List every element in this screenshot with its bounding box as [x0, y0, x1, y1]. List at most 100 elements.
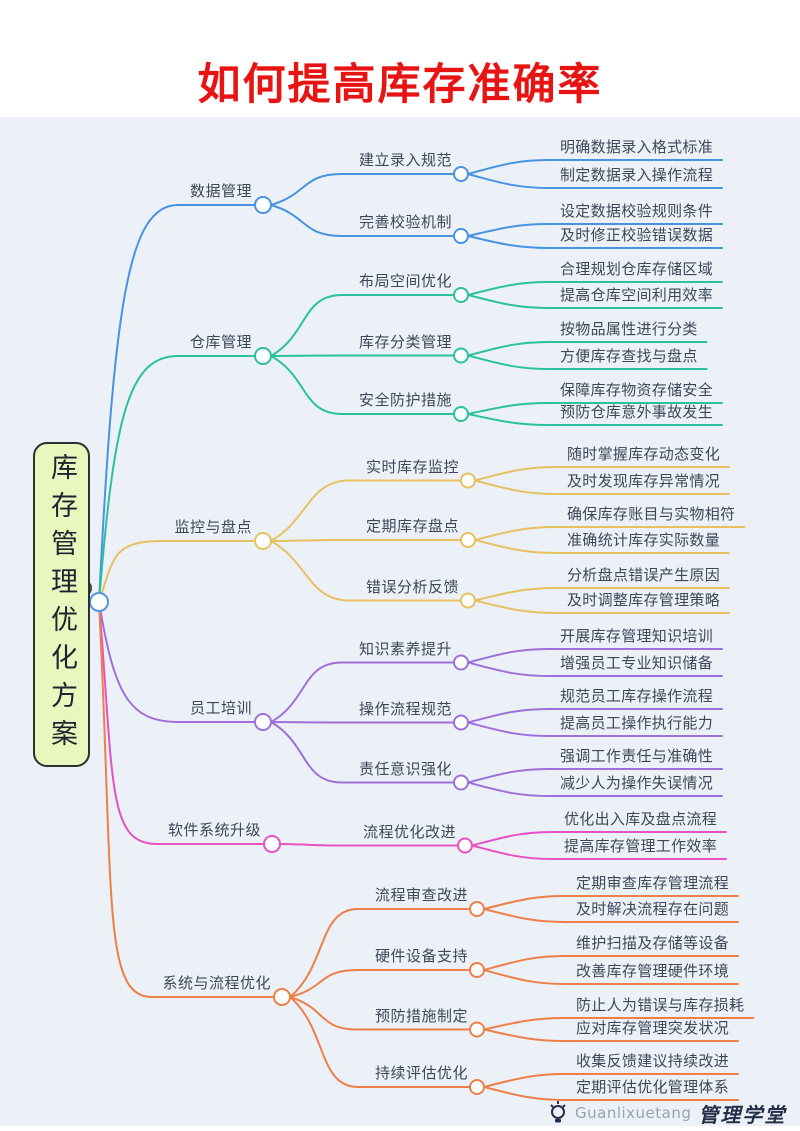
leaf-label[interactable]: 提高库存管理工作效率: [564, 837, 718, 855]
subtopic-label[interactable]: 布局空间优化: [358, 272, 452, 290]
leaf-label[interactable]: 分析盘点错误产生原因: [567, 566, 721, 584]
leaf-label[interactable]: 定期评估优化管理体系: [576, 1078, 730, 1096]
subtopic-label[interactable]: 责任意识强化: [358, 759, 452, 778]
branch-label[interactable]: 仓库管理: [189, 333, 252, 351]
collapse-handle-icon[interactable]: [254, 347, 272, 365]
leaf-label[interactable]: 定期审查库存管理流程: [576, 874, 730, 892]
collapse-handle-icon[interactable]: [453, 654, 469, 671]
connector-path: [467, 661, 723, 677]
subtopic-label[interactable]: 持续评估优化: [374, 1064, 468, 1082]
connector-path: [483, 895, 739, 910]
collapse-handle-icon[interactable]: [457, 837, 473, 854]
collapse-handle-icon[interactable]: [453, 347, 469, 364]
branch-label[interactable]: 软件系统升级: [167, 821, 261, 839]
connector-path: [474, 526, 746, 541]
leaf-label[interactable]: 维护扫描及存储等设备: [576, 934, 730, 952]
subtopic-label[interactable]: 错误分析反馈: [365, 577, 459, 596]
leaf-label[interactable]: 改善库存管理硬件环境: [576, 962, 730, 980]
collapse-handle-icon[interactable]: [469, 901, 485, 917]
collapse-handle-icon[interactable]: [263, 835, 281, 853]
subtopic-label[interactable]: 操作流程规范: [358, 699, 452, 718]
subtopic-label[interactable]: 硬件设备支持: [374, 947, 468, 965]
collapse-handle-icon[interactable]: [254, 532, 272, 550]
connector-path: [467, 721, 723, 737]
connector-path: [467, 402, 723, 415]
connector-path: [483, 1073, 739, 1088]
brand-latin-text: Guanlixuetang: [575, 1104, 692, 1122]
subtopic-label[interactable]: 流程审查改进: [374, 886, 468, 904]
connector-path: [270, 354, 455, 357]
leaf-label[interactable]: 减少人为操作失误情况: [560, 774, 714, 792]
collapse-handle-icon[interactable]: [453, 166, 469, 182]
leaf-label[interactable]: 规范员工库存操作流程: [560, 687, 714, 705]
branch-label[interactable]: 系统与流程优化: [162, 974, 271, 992]
collapse-handle-icon[interactable]: [453, 714, 469, 731]
connector-path: [98, 204, 256, 603]
leaf-label[interactable]: 强调工作责任与准确性: [560, 747, 714, 765]
connector-path: [98, 540, 256, 603]
collapse-handle-icon[interactable]: [453, 287, 469, 303]
connector-path: [474, 466, 730, 482]
leaf-label[interactable]: 及时修正校验错误数据: [560, 226, 714, 244]
collapse-handle-icon[interactable]: [469, 1021, 485, 1038]
leaf-label[interactable]: 增强员工专业知识储备: [560, 654, 714, 672]
leaf-label[interactable]: 及时发现库存异常情况: [567, 472, 721, 490]
collapse-handle-icon[interactable]: [254, 196, 272, 214]
subtopic-label[interactable]: 库存分类管理: [358, 332, 452, 351]
connector-path: [467, 173, 723, 189]
leaf-label[interactable]: 按物品属性进行分类: [560, 320, 698, 338]
collapse-handle-icon[interactable]: [460, 592, 476, 609]
leaf-label[interactable]: 保障库存物资存储安全: [560, 381, 714, 399]
branch-label[interactable]: 监控与盘点: [174, 518, 252, 536]
branch-label[interactable]: 员工培训: [189, 699, 252, 717]
central-topic[interactable]: 库存管理优化方案: [33, 442, 90, 767]
leaf-label[interactable]: 提高员工操作执行能力: [560, 714, 714, 732]
leaf-label[interactable]: 设定数据校验规则条件: [560, 202, 714, 220]
connector-path: [471, 831, 727, 847]
leaf-label[interactable]: 准确统计库存实际数量: [567, 531, 721, 549]
subtopic-label[interactable]: 流程优化改进: [362, 822, 456, 841]
connector-path: [483, 955, 739, 971]
subtopic-label[interactable]: 建立录入规范: [358, 151, 452, 169]
leaf-label[interactable]: 收集反馈建议持续改进: [576, 1052, 730, 1070]
leaf-label[interactable]: 随时掌握库存动态变化: [567, 445, 721, 463]
leaf-label[interactable]: 制定数据录入操作流程: [560, 166, 714, 184]
connector-path: [467, 413, 723, 426]
leaf-label[interactable]: 预防仓库意外事故发生: [560, 403, 714, 421]
subtopic-label[interactable]: 预防措施制定: [374, 1006, 468, 1025]
collapse-handle-icon[interactable]: [460, 532, 476, 548]
leaf-label[interactable]: 及时调整库存管理策略: [567, 591, 721, 609]
connector-path: [467, 648, 723, 664]
leaf-label[interactable]: 合理规划仓库存储区域: [560, 260, 714, 278]
collapse-handle-icon[interactable]: [453, 228, 469, 244]
connector-path: [270, 173, 455, 206]
subtopic-label[interactable]: 安全防护措施: [358, 391, 452, 409]
collapse-handle-icon[interactable]: [453, 406, 469, 422]
connector-path: [270, 540, 462, 602]
leaf-label[interactable]: 方便库存查找与盘点: [560, 347, 698, 365]
subtopic-label[interactable]: 实时库存监控: [365, 457, 459, 476]
collapse-handle-icon[interactable]: [469, 962, 485, 978]
leaf-label[interactable]: 开展库存管理知识培训: [560, 627, 714, 645]
collapse-handle-icon[interactable]: [89, 592, 109, 612]
collapse-handle-icon[interactable]: [469, 1079, 485, 1095]
leaf-label[interactable]: 应对库存管理突发状况: [576, 1019, 730, 1037]
leaf-label[interactable]: 防止人为错误与库存损耗: [576, 996, 745, 1014]
leaf-label[interactable]: 提高仓库空间利用效率: [560, 286, 714, 304]
collapse-handle-icon[interactable]: [453, 774, 469, 791]
collapse-handle-icon[interactable]: [273, 988, 291, 1006]
subtopic-label[interactable]: 完善校验机制: [358, 213, 452, 231]
branch-label[interactable]: 数据管理: [189, 182, 252, 200]
collapse-handle-icon[interactable]: [254, 713, 272, 731]
connector-path: [270, 721, 455, 724]
leaf-label[interactable]: 确保库存账目与实物相符: [567, 505, 736, 523]
collapse-handle-icon[interactable]: [460, 472, 476, 489]
connector-path: [98, 601, 256, 723]
subtopic-label[interactable]: 定期库存盘点: [365, 517, 459, 535]
subtopic-label[interactable]: 知识素养提升: [358, 639, 452, 658]
leaf-label[interactable]: 及时解决流程存在问题: [576, 900, 730, 918]
leaf-label[interactable]: 优化出入库及盘点流程: [564, 810, 718, 828]
leaf-label[interactable]: 明确数据录入格式标准: [560, 138, 714, 156]
connector-path: [270, 479, 462, 542]
